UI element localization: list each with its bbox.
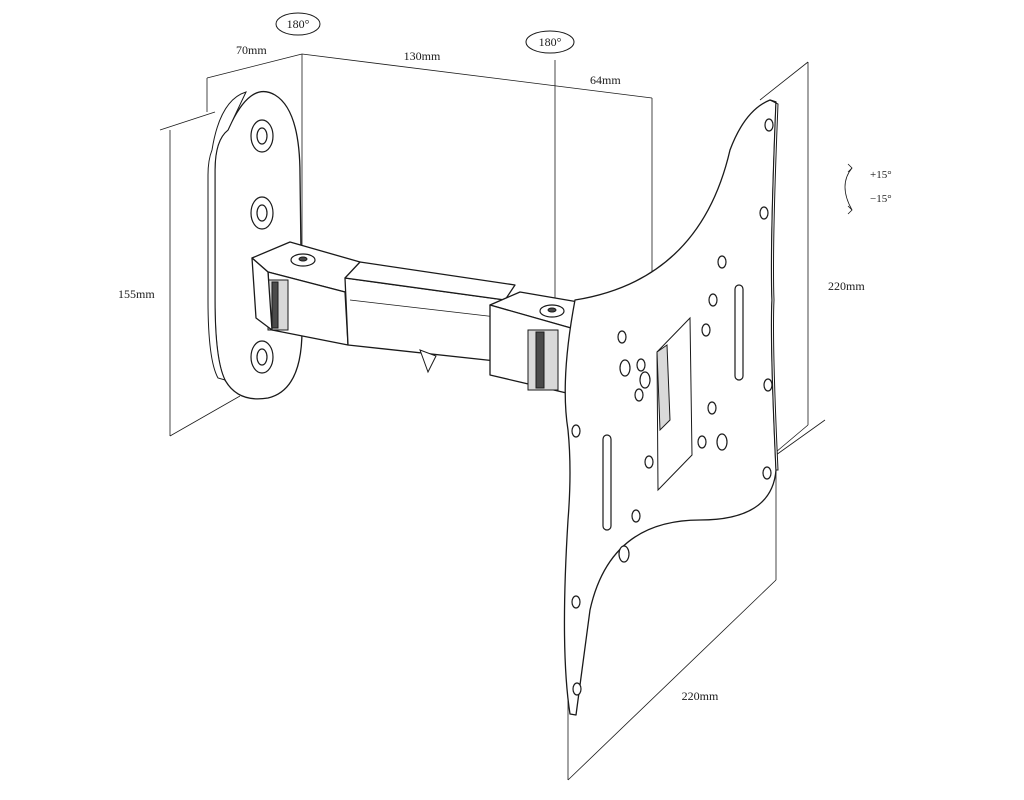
base-height-label: 155mm [118,287,155,301]
vesa-plate [563,99,779,716]
vesa-holes [571,118,774,696]
tilt-callout: +15° −15° [844,163,892,215]
plate-width-label: 220mm [682,689,719,703]
extension-arm [344,261,516,374]
plate-hinge [489,291,591,396]
plate-swivel-label: 180° [539,35,562,49]
depth-base-label: 70mm [236,43,267,57]
tilt-up-label: +15° [870,169,892,181]
arm-extension-label: 64mm [590,73,621,87]
base-swivel-callout: 180° [275,12,321,36]
plate-height-label: 220mm [828,279,865,293]
dimension-lines [159,53,826,781]
tilt-down-label: −15° [870,193,892,205]
arm-length-label: 130mm [404,49,441,63]
plate-swivel-callout: 180° [525,30,575,54]
base-swivel-label: 180° [287,17,310,31]
dimension-labels: 70mm 130mm 64mm 155mm 220mm 220mm [118,43,865,703]
base-hinge [251,241,367,346]
